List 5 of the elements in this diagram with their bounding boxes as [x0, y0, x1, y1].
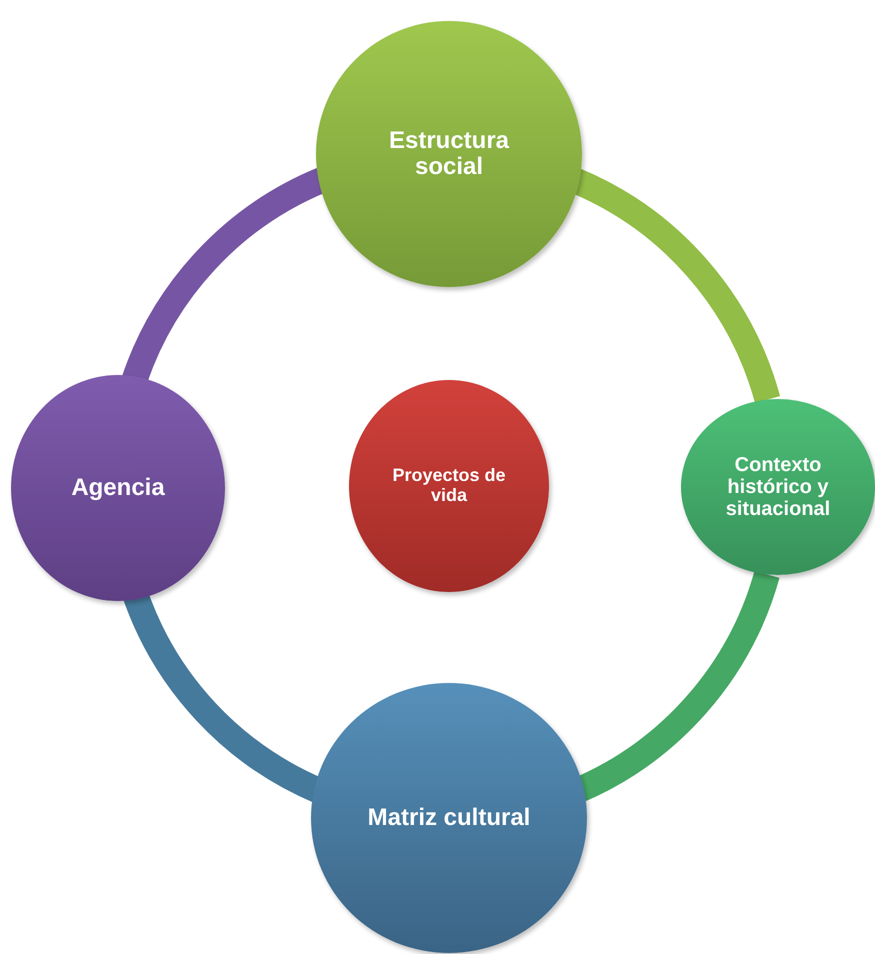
node-label: Proyectos de vida [391, 466, 507, 506]
node-label: Contexto histórico y situacional [724, 454, 832, 520]
node-label: Agencia [71, 474, 165, 502]
node-label: Matriz cultural [368, 804, 530, 832]
node-label: Estructura social [388, 128, 510, 180]
